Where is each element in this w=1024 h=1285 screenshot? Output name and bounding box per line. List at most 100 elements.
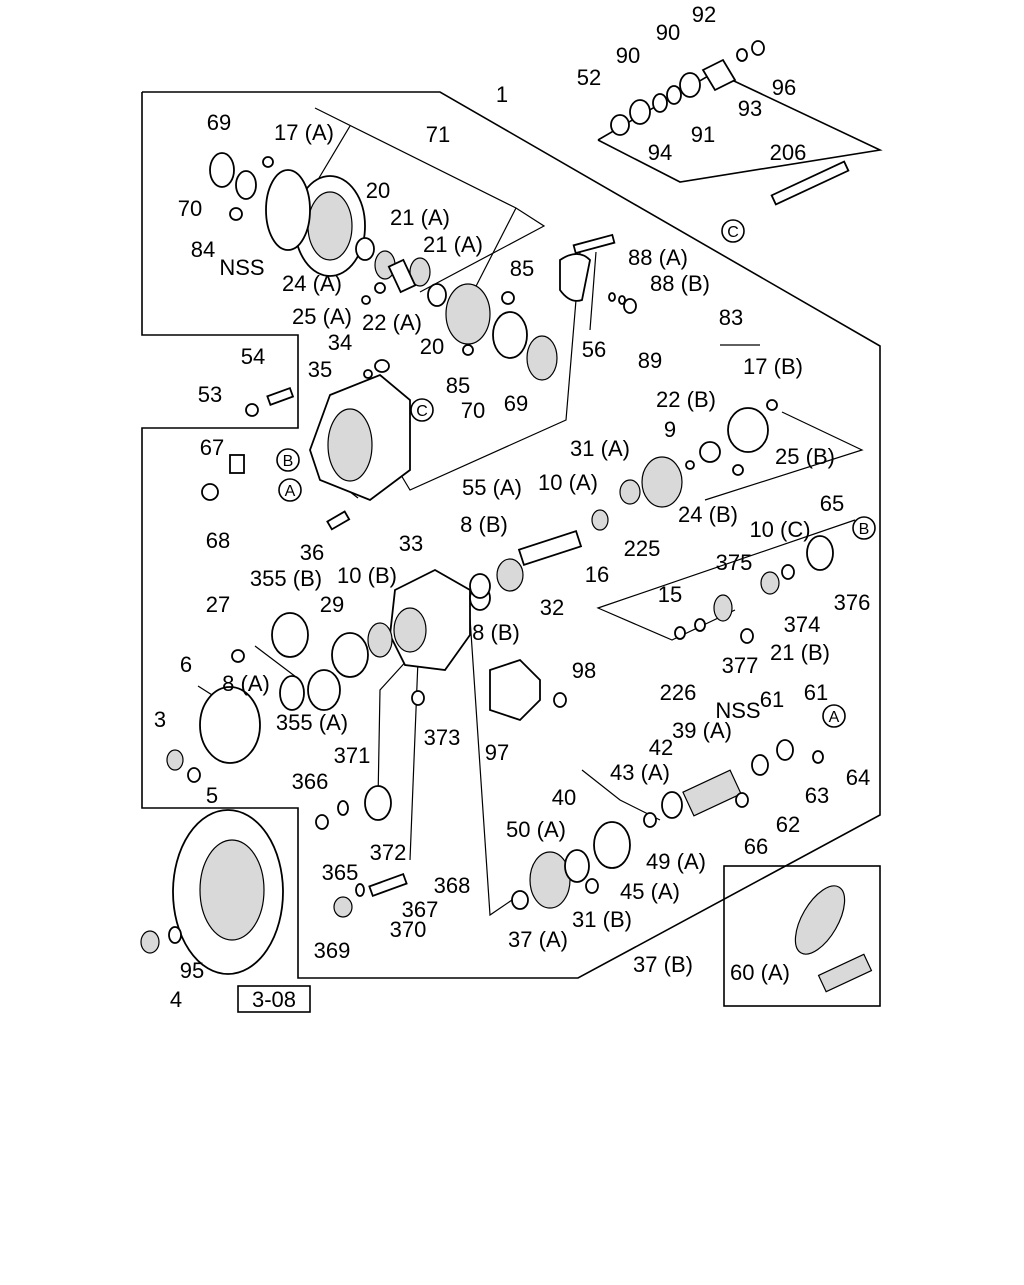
callout-label: 88 (A) xyxy=(628,245,688,270)
callout-label: 10 (B) xyxy=(337,563,397,588)
reference-circle-label: A xyxy=(829,709,840,726)
callout-label: 49 (A) xyxy=(646,849,706,874)
callout-label: 6 xyxy=(180,652,192,677)
reference-box: 3-08 xyxy=(237,985,311,1013)
callout-label: 52 xyxy=(577,65,601,90)
callout-label: 89 xyxy=(638,348,662,373)
callout-label: 372 xyxy=(370,840,407,865)
callout-label: 69 xyxy=(207,110,231,135)
callout-label: 37 (B) xyxy=(633,952,693,977)
callout-label: 21 (A) xyxy=(423,232,483,257)
callout-label: 97 xyxy=(485,740,509,765)
callout-label: 21 (B) xyxy=(770,640,830,665)
callout-label: 98 xyxy=(572,658,596,683)
callout-label: 32 xyxy=(540,595,564,620)
reference-box-frame xyxy=(237,985,311,1013)
callout-label: 54 xyxy=(241,344,265,369)
callout-label: 69 xyxy=(504,391,528,416)
callout-label: 64 xyxy=(846,765,870,790)
callout-label: 85 xyxy=(446,373,470,398)
callout-label: 8 (B) xyxy=(460,512,508,537)
callout-label: 88 (B) xyxy=(650,271,710,296)
callout-label: 63 xyxy=(805,783,829,808)
callout-label: 367 xyxy=(402,897,439,922)
callout-label: 71 xyxy=(426,122,450,147)
reference-circle xyxy=(278,478,302,502)
callout-label: 39 (A) xyxy=(672,718,732,743)
callout-label: 61 xyxy=(760,687,784,712)
callout-label: 355 (B) xyxy=(250,566,322,591)
reference-circle-label: B xyxy=(283,453,294,470)
callout-label: 31 (B) xyxy=(572,907,632,932)
callout-label: 365 xyxy=(322,860,359,885)
reference-circle xyxy=(410,398,434,422)
callout-label: 15 xyxy=(658,582,682,607)
callout-label: 55 (A) xyxy=(462,475,522,500)
callout-label: 16 xyxy=(585,562,609,587)
callout-label: 34 xyxy=(328,330,352,355)
callout-label: 17 (A) xyxy=(274,120,334,145)
callout-label: 83 xyxy=(719,305,743,330)
callout-label: 20 xyxy=(420,334,444,359)
callout-label: 31 (A) xyxy=(570,436,630,461)
callout-label: 65 xyxy=(820,491,844,516)
callout-label: 22 (B) xyxy=(656,387,716,412)
callout-label: 5 xyxy=(206,783,218,808)
callout-label: 371 xyxy=(334,743,371,768)
reference-box-label: 3-08 xyxy=(252,987,296,1012)
callout-label: 85 xyxy=(510,256,534,281)
callout-label: 50 (A) xyxy=(506,817,566,842)
callout-label: 3 xyxy=(154,707,166,732)
callout-label: 35 xyxy=(308,357,332,382)
callout-label: 377 xyxy=(722,653,759,678)
callout-label: 17 (B) xyxy=(743,354,803,379)
callout-label: 4 xyxy=(170,987,182,1012)
reference-circle-label: A xyxy=(285,483,296,500)
callout-label: 61 xyxy=(804,680,828,705)
callout-label: 206 xyxy=(770,140,807,165)
callout-label: 94 xyxy=(648,140,672,165)
callout-label: 24 (B) xyxy=(678,502,738,527)
callout-label: 22 (A) xyxy=(362,310,422,335)
reference-circle xyxy=(721,219,745,243)
callout-label: 42 xyxy=(649,735,673,760)
reference-circle-label: C xyxy=(727,224,739,241)
callout-label: 70 xyxy=(461,398,485,423)
reference-circle-label: C xyxy=(416,403,428,420)
callout-label: 68 xyxy=(206,528,230,553)
callout-label: 56 xyxy=(582,337,606,362)
callout-label: 369 xyxy=(314,938,351,963)
callout-label: 29 xyxy=(320,592,344,617)
callout-label: 91 xyxy=(691,122,715,147)
callout-label: 366 xyxy=(292,769,329,794)
callout-label: 92 xyxy=(692,2,716,27)
reference-circle-label: B xyxy=(859,521,870,538)
callout-label: 8 (A) xyxy=(222,671,270,696)
callout-label: 10 (A) xyxy=(538,470,598,495)
callout-label: 375 xyxy=(716,550,753,575)
callout-label: 1 xyxy=(496,82,508,107)
callout-label: 40 xyxy=(552,785,576,810)
callout-label: NSS xyxy=(715,698,760,723)
callout-label: 90 xyxy=(656,20,680,45)
callout-label: 225 xyxy=(624,536,661,561)
callout-label: 33 xyxy=(399,531,423,556)
callout-label: 376 xyxy=(834,590,871,615)
callout-label: 27 xyxy=(206,592,230,617)
callout-label: 62 xyxy=(776,812,800,837)
callout-label: 43 (A) xyxy=(610,760,670,785)
callout-label: 25 (A) xyxy=(292,304,352,329)
callout-label: 25 (B) xyxy=(775,444,835,469)
callout-label: 24 (A) xyxy=(282,271,342,296)
callout-label: 370 xyxy=(390,917,427,942)
callout-label: 226 xyxy=(660,680,697,705)
callout-label: 45 (A) xyxy=(620,879,680,904)
reference-circle xyxy=(276,448,300,472)
reference-circle xyxy=(822,704,846,728)
callout-label: NSS xyxy=(0,0,23,5)
callout-label: 66 xyxy=(744,834,768,859)
callout-label: 21 (A) xyxy=(390,205,450,230)
callout-label: 95 xyxy=(180,958,204,983)
